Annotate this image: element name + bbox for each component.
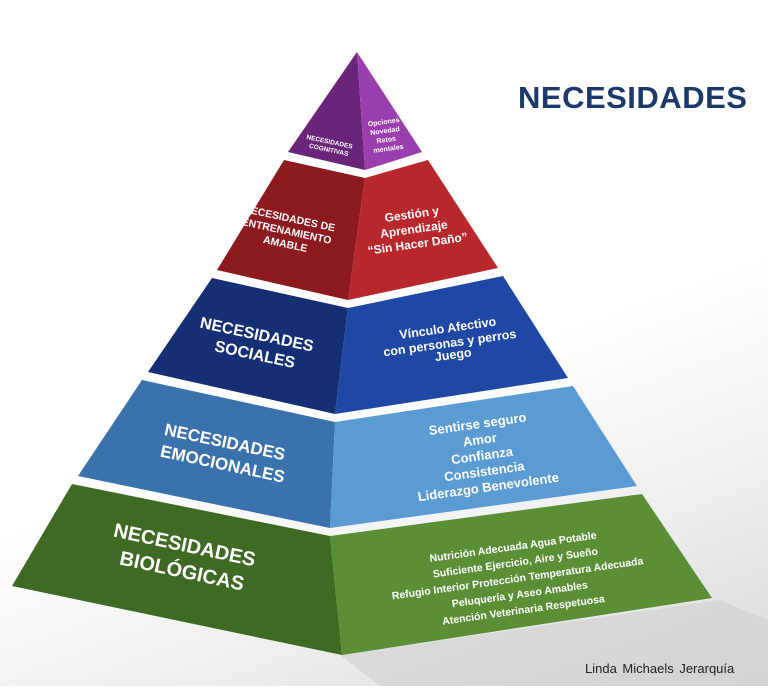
level-social-right-face	[335, 276, 568, 414]
level-emotional: NECESIDADES EMOCIONALES Sentirse seguro …	[78, 380, 637, 528]
level-cognitive-right-face	[357, 52, 422, 170]
level-biological-right-face	[330, 494, 712, 655]
level-training-left-face	[217, 160, 365, 300]
level-cognitive-item: Opciones	[368, 117, 401, 128]
level-social: NECESIDADES SOCIALES Vínculo Afectivo co…	[148, 276, 568, 414]
level-cognitive-item: Retos	[376, 136, 396, 146]
level-cognitive: NECESIDADES COGNITIVAS Opciones Novedad …	[288, 52, 422, 170]
level-social-left-face	[148, 278, 348, 414]
level-emotional-left-face	[78, 380, 335, 528]
level-training-right-face	[348, 160, 498, 300]
level-social-item: Juego	[434, 345, 473, 364]
level-training: NECESIDADES DE ENTRENAMIENTO AMABLE Gest…	[217, 160, 498, 300]
level-cognitive-items: Opciones Novedad Retos mentales	[368, 117, 406, 155]
level-biological-left-face	[12, 484, 342, 655]
level-emotional-items: Sentirse seguro Amor Confianza Consisten…	[408, 406, 560, 504]
level-cognitive-item: Novedad	[370, 126, 400, 137]
level-emotional-right-face	[330, 386, 637, 528]
level-cognitive-left-face	[288, 52, 365, 170]
ground-shadow	[340, 600, 768, 686]
page-title: NECESIDADES	[518, 80, 748, 115]
level-emotional-item: Amor	[462, 430, 498, 450]
credit-text: Linda Michaels Jerarquía	[585, 661, 735, 676]
level-biological: NECESIDADES BIOLÓGICAS Nutrición Adecuad…	[12, 484, 712, 655]
level-cognitive-item: mentales	[373, 144, 404, 155]
